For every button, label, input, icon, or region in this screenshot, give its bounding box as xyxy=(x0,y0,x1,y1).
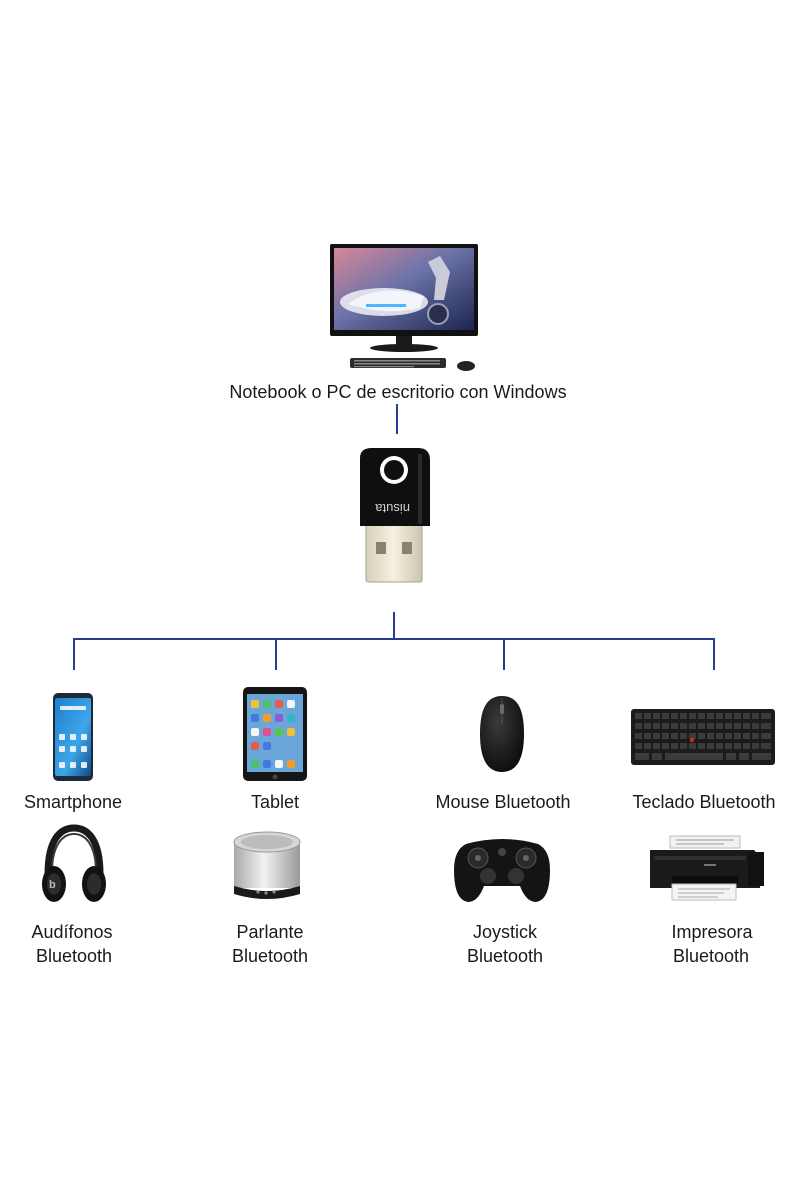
device-label-speaker-1: Parlante xyxy=(236,922,304,942)
desktop-computer-icon xyxy=(330,244,478,371)
mouse-icon xyxy=(480,696,524,772)
printer-icon xyxy=(650,835,764,901)
device-label-smartphone: Smartphone xyxy=(23,792,123,812)
device-label-headphones-2: Bluetooth xyxy=(35,946,113,966)
device-label-joystick-2: Bluetooth xyxy=(466,946,544,966)
device-label-mouse: Mouse Bluetooth xyxy=(435,792,571,812)
keyboard-icon xyxy=(631,709,775,765)
device-label-printer-1: Impresora xyxy=(671,922,753,942)
device-label-printer-2: Bluetooth xyxy=(672,946,750,966)
device-label-tablet: Tablet xyxy=(250,792,300,812)
svg-text:b: b xyxy=(49,879,56,891)
tablet-icon xyxy=(243,687,307,781)
joystick-icon xyxy=(454,839,550,902)
device-label-keyboard: Teclado Bluetooth xyxy=(632,792,776,812)
computer-label: Notebook o PC de escritorio con Windows xyxy=(229,382,567,402)
dongle-brand-text: nisuta xyxy=(375,501,410,516)
headphones-icon: b xyxy=(42,824,106,902)
smartphone-icon xyxy=(53,693,93,781)
usb-bluetooth-dongle-icon: nisuta xyxy=(360,448,430,583)
device-label-joystick-1: Joystick xyxy=(472,922,537,942)
device-label-headphones-1: Audífonos xyxy=(31,922,113,942)
speaker-icon xyxy=(233,831,301,899)
device-label-speaker-2: Bluetooth xyxy=(231,946,309,966)
